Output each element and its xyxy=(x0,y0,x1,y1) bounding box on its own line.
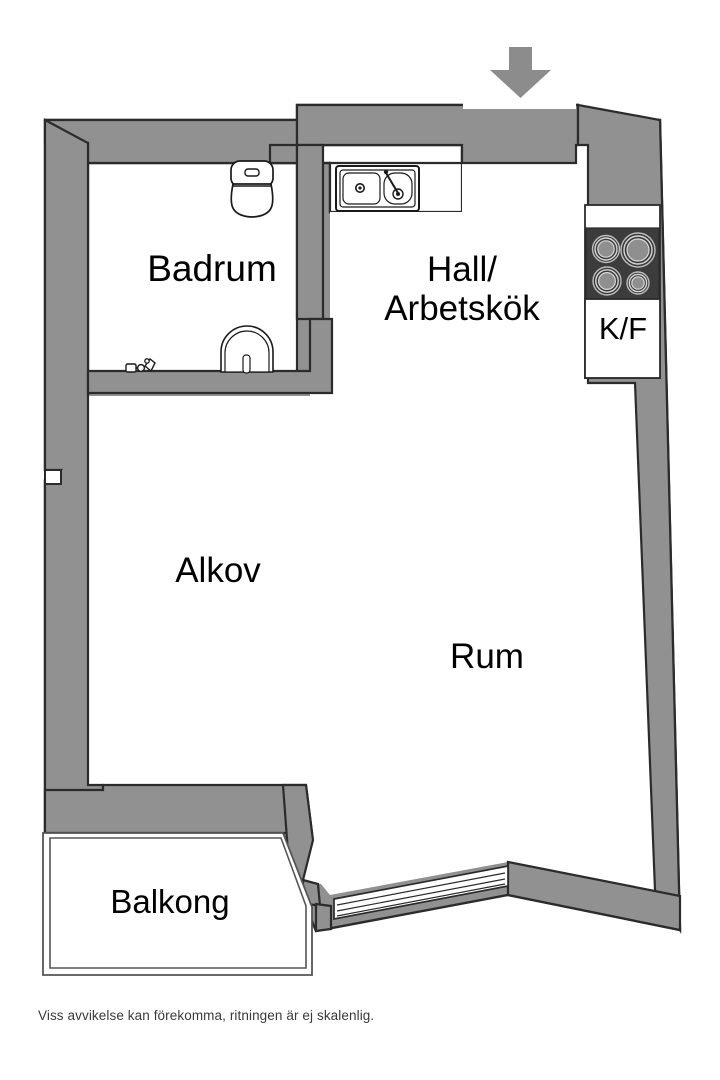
disclaimer-footnote: Viss avvikelse kan förekomma, ritningen … xyxy=(38,1008,375,1023)
balcony-door-icon xyxy=(333,864,509,921)
balcony-area xyxy=(42,832,313,976)
sink-drain xyxy=(354,183,365,194)
plumbing-fitting-icon xyxy=(125,357,156,373)
stove-burner-top-left xyxy=(591,234,621,264)
fridge-freezer-icon xyxy=(584,298,661,379)
balcony-inner-outline xyxy=(49,837,307,969)
wall-bath-partition xyxy=(295,143,325,321)
room-label-hall: Hall/ Arbetskök xyxy=(384,250,540,329)
wall-left-notch xyxy=(44,469,62,485)
stove-burner-top-right xyxy=(620,232,656,268)
kitchen-sink-icon xyxy=(335,165,420,212)
fridge-freezer-label: K/F xyxy=(598,311,648,346)
entrance-opening xyxy=(463,103,576,109)
toilet-bowl xyxy=(230,183,274,218)
washbasin-tap xyxy=(242,354,251,374)
room-label-rum: Rum xyxy=(450,637,524,676)
wall-bottom-left xyxy=(43,783,314,835)
appliance-niche xyxy=(584,204,661,379)
stove-burner-bottom-left xyxy=(592,266,622,296)
entrance-arrow-icon xyxy=(490,47,551,98)
toilet-flush-button xyxy=(244,168,260,177)
wall-door-jamb xyxy=(314,902,333,933)
washbasin-icon xyxy=(220,325,274,374)
room-label-alkov: Alkov xyxy=(175,551,261,590)
room-area-open-plan xyxy=(88,145,655,895)
room-label-badrum: Badrum xyxy=(147,248,277,289)
room-label-balkong: Balkong xyxy=(110,883,230,920)
toilet-icon xyxy=(230,160,274,218)
wall-bath-bottom xyxy=(86,317,334,395)
stove-burner-bottom-right xyxy=(626,271,650,295)
